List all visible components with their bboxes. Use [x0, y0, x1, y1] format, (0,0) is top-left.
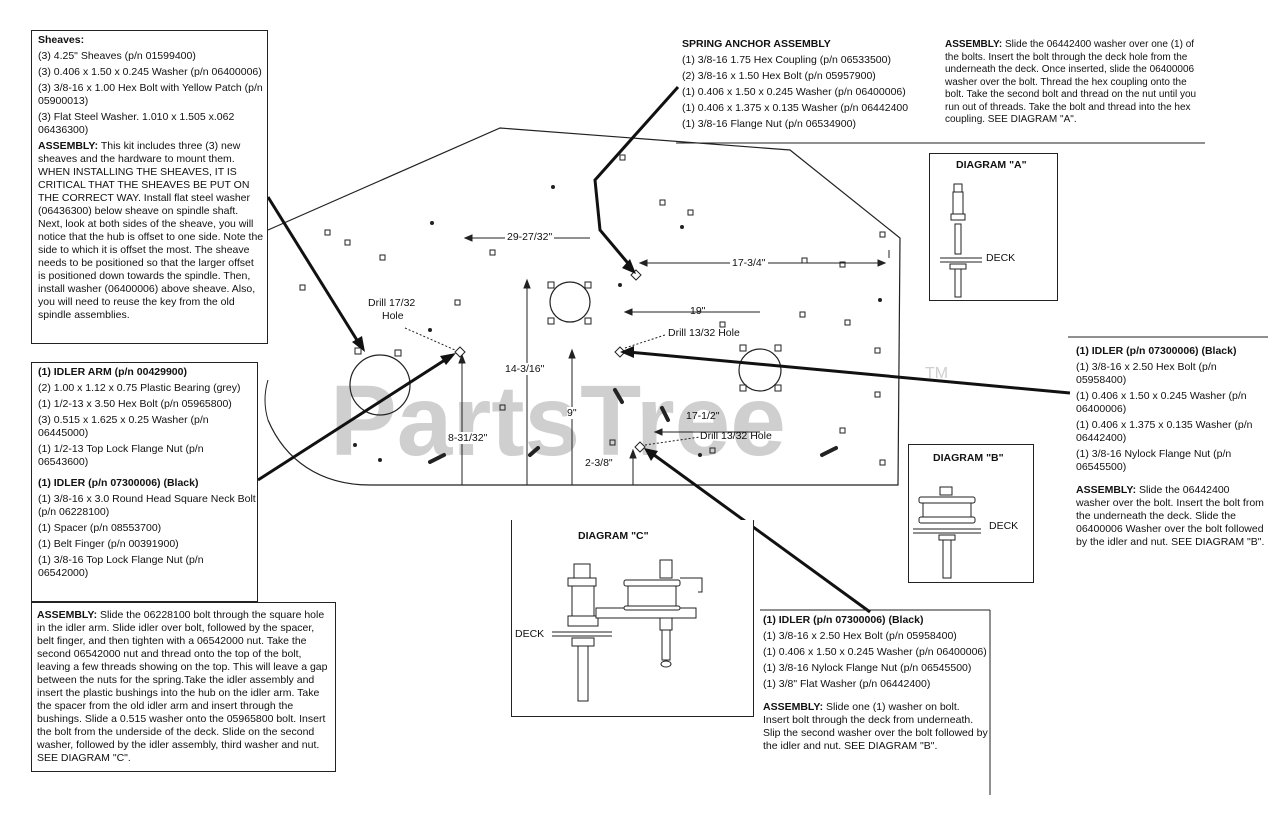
dim-29-27-32: 29-27/32" — [505, 231, 555, 243]
dim-19: 19" — [690, 305, 706, 317]
idler-right-item: (1) 0.406 x 1.375 x 0.135 Washer (p/n 06… — [1076, 419, 1253, 444]
spindle-right — [738, 348, 782, 392]
sheaves-item: (3) Flat Steel Washer. 1.010 x 1.505 x.0… — [38, 111, 235, 136]
sheaves-box: Sheaves: (3) 4.25" Sheaves (p/n 01599400… — [31, 30, 268, 344]
sheaves-item: (3) 0.406 x 1.50 x 0.245 Washer (p/n 064… — [38, 66, 262, 78]
idler-right-list: (1) IDLER (p/n 07300006) (Black) (1) 3/8… — [1076, 345, 1266, 552]
spring-anchor-item: (1) 0.406 x 1.50 x 0.245 Washer (p/n 064… — [682, 86, 906, 98]
idler-right-item: (1) 3/8-16 x 2.50 Hex Bolt (p/n 05958400… — [1076, 361, 1217, 386]
idler-arm-item: (3) 0.515 x 1.625 x 0.25 Washer (p/n 064… — [38, 414, 209, 439]
idler-right-item: (1) 3/8-16 Nylock Flange Nut (p/n 065455… — [1076, 448, 1232, 473]
diagram-a-deck-label: DECK — [986, 252, 1016, 264]
deck-dots — [353, 185, 882, 462]
idler-arm-item: (2) 1.00 x 1.12 x 0.75 Plastic Bearing (… — [38, 382, 241, 394]
deck-outline — [267, 127, 901, 486]
spring-anchor-title: SPRING ANCHOR ASSEMBLY — [682, 38, 831, 50]
spring-anchor-item: (2) 3/8-16 x 1.50 Hex Bolt (p/n 05957900… — [682, 70, 876, 82]
diagram-c-deck-label: DECK — [515, 628, 545, 640]
sheaves-title: Sheaves: — [38, 34, 85, 46]
spindle-center — [549, 281, 591, 323]
diagram-a-drawing — [940, 183, 982, 298]
diagram-c-title: DIAGRAM "C" — [578, 530, 649, 542]
idler-arm-box: (1) IDLER ARM (p/n 00429900) (2) 1.00 x … — [31, 362, 258, 602]
drill-13-32-label-upper: Drill 13/32 Hole — [668, 327, 740, 339]
dim-2-3-8: 2-3/8" — [585, 457, 613, 469]
dim-14-3-16: 14-3/16" — [505, 363, 545, 375]
deck-holes — [299, 154, 886, 466]
idler-bottom-item: (1) 3/8" Flat Washer (p/n 06442400) — [763, 678, 931, 690]
idler-title: (1) IDLER (p/n 07300006) (Black) — [38, 477, 199, 489]
dim-8-31-32: 8-31/32" — [448, 432, 488, 444]
idler-item: (1) Spacer (p/n 08553700) — [38, 522, 162, 534]
diagram-b-title: DIAGRAM "B" — [933, 452, 1004, 464]
leader-arrows — [257, 86, 1071, 614]
sheaves-item: (3) 3/8-16 x 1.00 Hex Bolt with Yellow P… — [38, 82, 263, 107]
deck-curve — [264, 379, 269, 421]
dim-9: 9" — [567, 407, 577, 419]
idler-bottom-item: (1) 3/8-16 x 2.50 Hex Bolt (p/n 05958400… — [763, 630, 957, 642]
idler-right-title: (1) IDLER (p/n 07300006) (Black) — [1076, 345, 1237, 357]
idler-arm-assembly: ASSEMBLY: Slide the 06228100 bolt throug… — [37, 609, 328, 764]
diagram-c: DIAGRAM "C" DECK — [511, 520, 754, 717]
diagram-a: DIAGRAM "A" DECK — [929, 153, 1058, 301]
sheaves-assembly: ASSEMBLY: This kit includes three (3) ne… — [38, 140, 264, 321]
spring-anchor-assembly: ASSEMBLY: Slide the 06442400 washer over… — [945, 39, 1197, 125]
dim-17-3-4: 17-3/4" — [730, 257, 768, 269]
idler-bottom-item: (1) 0.406 x 1.50 x 0.245 Washer (p/n 064… — [763, 646, 987, 658]
diagram-b-deck-label: DECK — [989, 520, 1019, 532]
idler-arm-title: (1) IDLER ARM (p/n 00429900) — [38, 366, 187, 378]
spring-anchor-item: (1) 3/8-16 1.75 Hex Coupling (p/n 065335… — [682, 54, 891, 66]
idler-bottom-item: (1) 3/8-16 Nylock Flange Nut (p/n 065455… — [763, 662, 972, 674]
diagram-b-drawing — [913, 486, 981, 579]
diagram-c-drawing — [552, 559, 703, 702]
idler-arm-assembly-box: ASSEMBLY: Slide the 06228100 bolt throug… — [31, 602, 336, 772]
spring-anchor-list: SPRING ANCHOR ASSEMBLY (1) 3/8-16 1.75 H… — [682, 38, 932, 134]
dim-17-1-2: 17-1/2" — [686, 410, 720, 422]
deck-slots — [428, 388, 838, 464]
sheaves-item: (3) 4.25" Sheaves (p/n 01599400) — [38, 50, 196, 62]
idler-right-assembly: ASSEMBLY: Slide the 06442400 washer over… — [1076, 484, 1265, 548]
idler-item: (1) 3/8-16 x 3.0 Round Head Square Neck … — [38, 493, 256, 518]
leader-arrowheads — [352, 259, 658, 461]
drill-17-32-hole-label: Hole — [382, 310, 404, 322]
idler-arm-item: (1) 1/2-13 Top Lock Flange Nut (p/n 0654… — [38, 443, 204, 468]
spring-anchor-item: (1) 0.406 x 1.375 x 0.135 Washer (p/n 06… — [682, 102, 909, 114]
diagram-b: DIAGRAM "B" DECK — [908, 444, 1034, 583]
idler-item: (1) 3/8-16 Top Lock Flange Nut (p/n 0654… — [38, 554, 204, 579]
idler-right-item: (1) 0.406 x 1.50 x 0.245 Washer (p/n 064… — [1076, 390, 1247, 415]
spindle-left — [349, 354, 411, 416]
idler-bottom-title: (1) IDLER (p/n 07300006) (Black) — [763, 614, 924, 626]
diagram-a-title: DIAGRAM "A" — [956, 159, 1027, 171]
drill-leaders — [404, 327, 701, 446]
drill-17-32-label: Drill 17/32 — [368, 297, 416, 309]
idler-item: (1) Belt Finger (p/n 00391900) — [38, 538, 179, 550]
spring-anchor-item: (1) 3/8-16 Flange Nut (p/n 06534900) — [682, 118, 856, 130]
idler-bottom-assembly: ASSEMBLY: Slide one (1) washer on bolt. … — [763, 701, 988, 752]
watermark-tm: TM — [925, 365, 948, 382]
idler-arm-item: (1) 1/2-13 x 3.50 Hex Bolt (p/n 05965800… — [38, 398, 232, 410]
idler-bottom-list: (1) IDLER (p/n 07300006) (Black) (1) 3/8… — [763, 614, 988, 756]
drill-13-32-label-lower: Drill 13/32 Hole — [700, 430, 772, 442]
